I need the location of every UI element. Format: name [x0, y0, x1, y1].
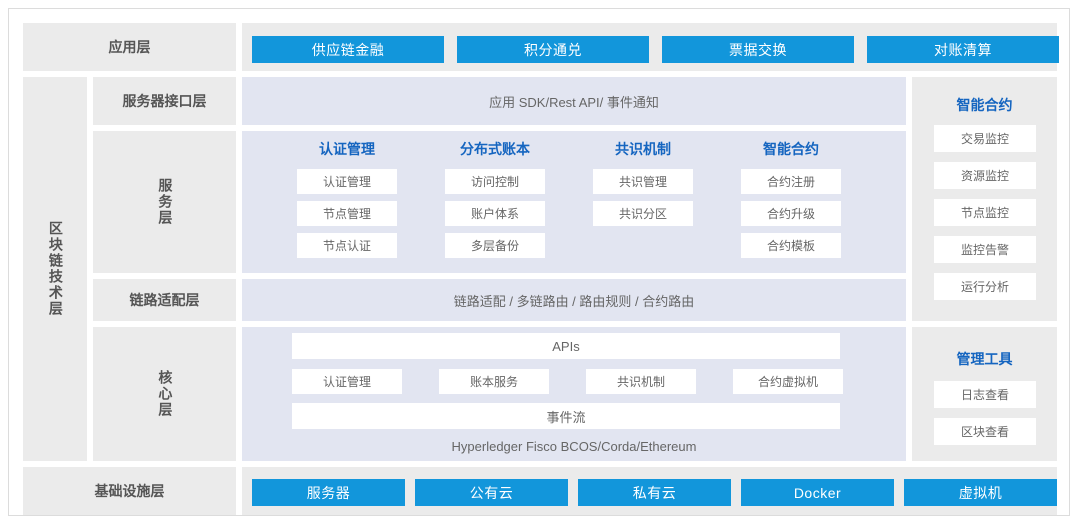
diagram-frame: 应用层 供应链金融 积分通兑 票据交换 对账清算 区块链技术层 服务器接口层 应…: [8, 8, 1070, 516]
service-layer-label: 服务层: [93, 131, 236, 273]
application-item-3[interactable]: 对账清算: [867, 36, 1059, 63]
service-item-3-1[interactable]: 合约升级: [741, 201, 841, 226]
core-module-0[interactable]: 认证管理: [292, 369, 402, 394]
side-panel-0-item-4[interactable]: 运行分析: [934, 273, 1036, 300]
side-panel-title-0: 智能合约: [956, 97, 1013, 113]
core-module-3[interactable]: 合约虚拟机: [733, 369, 843, 394]
application-layer-label: 应用层: [23, 23, 236, 71]
application-item-0[interactable]: 供应链金融: [252, 36, 444, 63]
core-footer-text: Hyperledger Fisco BCOS/Corda/Ethereum: [451, 438, 697, 454]
application-item-2[interactable]: 票据交换: [662, 36, 854, 63]
service-column-title-1: 分布式账本: [460, 141, 530, 157]
service-item-0-1[interactable]: 节点管理: [297, 201, 397, 226]
infrastructure-item-0[interactable]: 服务器: [252, 479, 405, 506]
core-event-bar[interactable]: 事件流: [292, 403, 840, 429]
service-item-1-0[interactable]: 访问控制: [445, 169, 545, 194]
service-item-3-0[interactable]: 合约注册: [741, 169, 841, 194]
service-item-3-2[interactable]: 合约模板: [741, 233, 841, 258]
service-column-title-3: 智能合约: [763, 141, 819, 157]
application-item-1[interactable]: 积分通兑: [457, 36, 649, 63]
service-item-2-0[interactable]: 共识管理: [593, 169, 693, 194]
infrastructure-item-1[interactable]: 公有云: [415, 479, 568, 506]
side-panel-0-item-3[interactable]: 监控告警: [934, 236, 1036, 263]
side-panel-0-item-0[interactable]: 交易监控: [934, 125, 1036, 152]
core-apis-bar[interactable]: APIs: [292, 333, 840, 359]
server-interface-content: 应用 SDK/Rest API/ 事件通知: [242, 77, 906, 125]
service-item-1-1[interactable]: 账户体系: [445, 201, 545, 226]
blockchain-tech-layer-label: 区块链技术层: [23, 77, 87, 461]
service-item-1-2[interactable]: 多层备份: [445, 233, 545, 258]
side-panel-1-item-0[interactable]: 日志查看: [934, 381, 1036, 408]
service-item-0-2[interactable]: 节点认证: [297, 233, 397, 258]
service-item-0-0[interactable]: 认证管理: [297, 169, 397, 194]
infrastructure-item-3[interactable]: Docker: [741, 479, 894, 506]
service-column-title-2: 共识机制: [615, 141, 671, 157]
core-module-1[interactable]: 账本服务: [439, 369, 549, 394]
link-adaptation-content: 链路适配 / 多链路由 / 路由规则 / 合约路由: [242, 279, 906, 321]
side-panel-title-1: 管理工具: [956, 351, 1013, 367]
infrastructure-item-2[interactable]: 私有云: [578, 479, 731, 506]
infrastructure-item-4[interactable]: 虚拟机: [904, 479, 1057, 506]
core-layer-label: 核心层: [93, 327, 236, 461]
server-interface-layer-label: 服务器接口层: [93, 77, 236, 125]
infrastructure-layer-label: 基础设施层: [23, 467, 236, 515]
service-column-title-0: 认证管理: [319, 141, 375, 157]
link-adaptation-layer-label: 链路适配层: [93, 279, 236, 321]
side-panel-0-item-2[interactable]: 节点监控: [934, 199, 1036, 226]
side-panel-0-item-1[interactable]: 资源监控: [934, 162, 1036, 189]
service-item-2-1[interactable]: 共识分区: [593, 201, 693, 226]
side-panel-1-item-1[interactable]: 区块查看: [934, 418, 1036, 445]
core-module-2[interactable]: 共识机制: [586, 369, 696, 394]
